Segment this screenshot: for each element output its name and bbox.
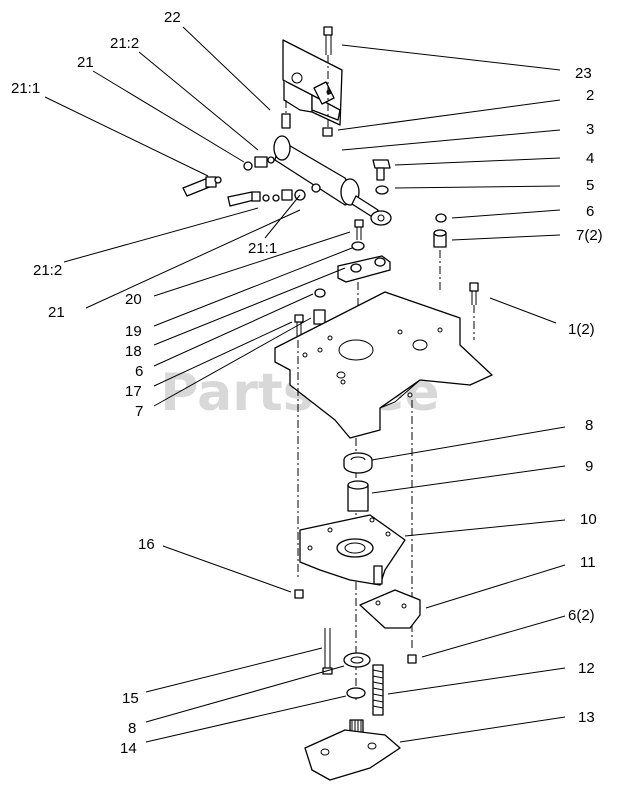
callout-12: 12 (578, 660, 595, 677)
bushing-9 (347, 480, 369, 512)
spacer-22 (281, 100, 291, 129)
callout-15: 15 (122, 690, 139, 707)
spindle-13 (304, 719, 401, 781)
hydraulic-cylinder (273, 135, 392, 226)
callout-14: 14 (120, 740, 137, 757)
spacer-7-left (313, 309, 326, 325)
callout-21-2-top: 21:2 (110, 35, 139, 52)
callout-8-b: 8 (128, 720, 136, 737)
leader-lines (44, 26, 566, 743)
callout-6-2: 6(2) (568, 607, 595, 624)
callout-22: 22 (164, 9, 181, 26)
nut-2 (322, 127, 333, 137)
callout-21-2-left: 21:2 (33, 262, 62, 279)
callout-5: 5 (586, 177, 594, 194)
callout-21-top: 21 (77, 54, 94, 71)
callout-9: 9 (585, 458, 593, 475)
callout-13: 13 (578, 709, 595, 726)
nut-16 (294, 589, 304, 599)
callout-21-1-mid: 21:1 (248, 240, 277, 257)
lower-fittings (227, 183, 321, 207)
callout-7: 7 (135, 403, 143, 420)
callout-10: 10 (580, 511, 597, 528)
bolt-4 (372, 159, 391, 181)
plate-11 (359, 589, 421, 629)
callout-23: 23 (575, 65, 592, 82)
callout-16: 16 (138, 536, 155, 553)
callout-21-left: 21 (48, 304, 65, 321)
spacer-7-top (433, 229, 447, 292)
callout-labels: 22 21:2 21 21:1 23 2 3 4 5 6 7(2) 21:1 2… (11, 9, 603, 757)
bearing-8-lower (343, 652, 371, 668)
bolt-1 (469, 282, 479, 340)
callout-11: 11 (580, 554, 596, 571)
washer-14 (346, 687, 366, 699)
washer-5 (375, 185, 389, 195)
callout-1-2: 1(2) (568, 321, 595, 338)
callout-21-1-top: 21:1 (11, 80, 40, 97)
callout-6-a: 6 (586, 203, 594, 220)
stud-12 (372, 664, 384, 716)
bolt-17 (294, 314, 304, 336)
callout-20: 20 (125, 291, 142, 308)
bolt-15 (322, 628, 333, 675)
callout-6-b: 6 (135, 363, 143, 380)
callout-18: 18 (125, 343, 142, 360)
callout-17: 17 (125, 383, 142, 400)
callout-7-2: 7(2) (576, 227, 603, 244)
callout-8-a: 8 (585, 417, 593, 434)
callout-19: 19 (125, 323, 142, 340)
nut-6-top (435, 213, 447, 223)
mounting-bracket (282, 39, 343, 126)
callout-3: 3 (586, 121, 594, 138)
parts-artwork (182, 26, 493, 781)
lower-plate-10 (299, 514, 406, 586)
nut-6-left (314, 288, 326, 298)
bolt-23 (323, 26, 333, 128)
bearing-8-top (343, 452, 373, 474)
bolt-20 (354, 219, 364, 240)
upper-fittings (182, 156, 275, 197)
callout-2: 2 (586, 87, 594, 104)
callout-4: 4 (586, 150, 594, 167)
main-plate (274, 291, 493, 439)
washer-19 (351, 241, 365, 251)
nut-6-lower (407, 654, 417, 664)
